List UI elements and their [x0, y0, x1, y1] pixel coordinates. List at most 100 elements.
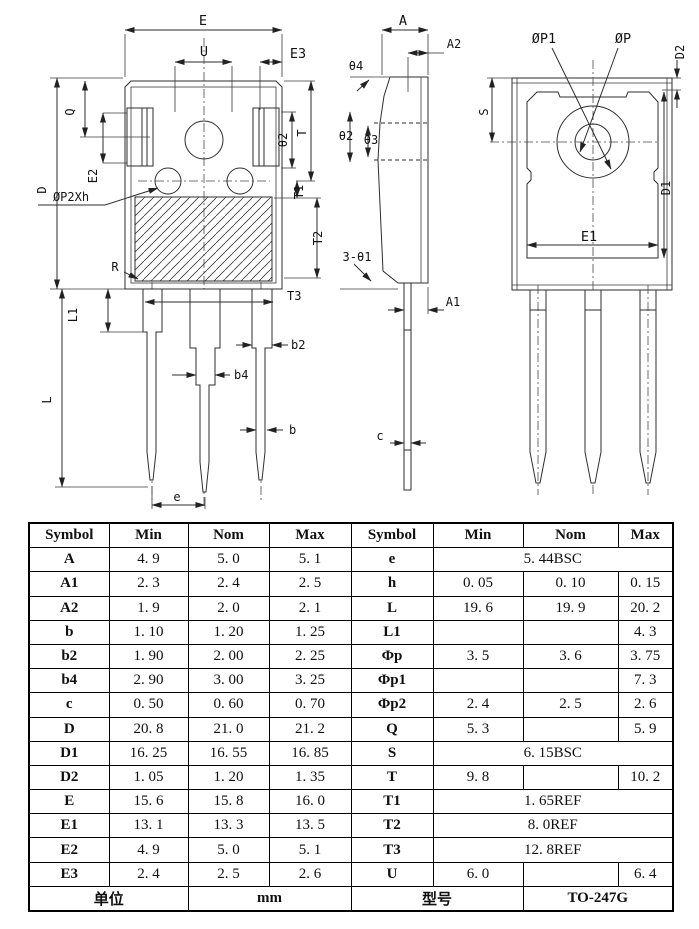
- value-cell: 3. 00: [187, 668, 270, 694]
- dim-label-L1: L1: [66, 308, 80, 322]
- symbol-cell: E1: [28, 813, 110, 839]
- symbol-cell: L: [350, 595, 434, 621]
- side-view: A A2 θ4 θ2 θ3 3-θ1 A1 c: [339, 13, 461, 491]
- value-cell: 4. 9: [108, 837, 189, 863]
- value-cell: 21. 2: [268, 716, 352, 742]
- value-cell: 2. 3: [108, 571, 189, 597]
- symbol-cell: Φp1: [350, 668, 434, 694]
- value-cell: 2. 4: [432, 692, 524, 718]
- value-cell: 7. 3: [617, 668, 674, 694]
- dim-label-E1: E1: [581, 229, 597, 245]
- value-cell: 2. 5: [522, 692, 619, 718]
- table-header-cell: Min: [432, 522, 524, 549]
- back-lead-1: [529, 289, 547, 484]
- table-header-cell: Symbol: [28, 522, 110, 549]
- value-cell: 1. 05: [108, 764, 189, 791]
- value-cell: 0. 05: [432, 571, 524, 597]
- value-cell: 19. 6: [432, 595, 524, 621]
- value-cell: 1. 20: [187, 619, 270, 645]
- value-cell: 2. 6: [268, 861, 352, 887]
- dim-label-phi-p2xh: ØP2Xh: [53, 190, 89, 204]
- mounting-hole-front: [184, 120, 224, 160]
- dim-label-U: U: [200, 44, 208, 60]
- dim-label-T1: T1: [292, 185, 306, 199]
- dim-label-A1: A1: [446, 295, 460, 309]
- dim-label-theta2-front: θ2: [276, 133, 290, 147]
- symbol-cell: A2: [28, 595, 110, 621]
- symbol-cell: T2: [350, 813, 434, 839]
- table-header-cell: Max: [617, 522, 674, 549]
- value-cell: 15. 6: [108, 789, 189, 815]
- value-cell: 20. 2: [617, 595, 674, 621]
- value-cell: 2. 25: [268, 643, 352, 670]
- symbol-cell: S: [350, 740, 434, 766]
- symbol-cell: T3: [350, 837, 434, 863]
- table-header-cell: Nom: [187, 522, 270, 549]
- symbol-cell: c: [28, 692, 110, 718]
- symbol-cell: b2: [28, 643, 110, 670]
- dim-label-E2: E2: [86, 169, 100, 183]
- dim-label-D2: D2: [673, 45, 687, 59]
- value-cell: 2. 6: [617, 692, 674, 718]
- dim-label-theta2-side: θ2: [339, 129, 353, 143]
- footer-cell: 型号: [350, 885, 524, 912]
- value-cell: 2. 4: [187, 571, 270, 597]
- value-cell: 1. 20: [187, 764, 270, 791]
- metal-pad-outline: [526, 91, 659, 259]
- value-cell: 13. 3: [187, 813, 270, 839]
- value-cell: 8. 0REF: [432, 813, 674, 839]
- back-lead-2: [584, 289, 602, 484]
- dim-label-phi-p: ØP: [615, 31, 631, 47]
- dim-label-T3: T3: [287, 289, 301, 303]
- package-drawing: E U E3 D Q E2 ØP2Xh R θ2 T: [35, 13, 687, 509]
- symbol-cell: U: [350, 861, 434, 887]
- value-cell: 1. 9: [108, 595, 189, 621]
- value-cell: 0. 10: [522, 571, 619, 597]
- dim-label-theta4: θ4: [349, 59, 363, 73]
- value-cell: 2. 1: [268, 595, 352, 621]
- value-cell: 5. 0: [187, 547, 270, 573]
- footer-cell: TO-247G: [522, 885, 674, 912]
- value-cell: 1. 90: [108, 643, 189, 670]
- symbol-cell: T1: [350, 789, 434, 815]
- lead-side: [403, 282, 412, 491]
- symbol-cell: e: [350, 547, 434, 573]
- dim-label-Q: Q: [63, 108, 77, 115]
- value-cell: [432, 619, 524, 645]
- value-cell: [522, 668, 619, 694]
- value-cell: 15. 8: [187, 789, 270, 815]
- symbol-cell: b4: [28, 668, 110, 694]
- value-cell: 2. 5: [268, 571, 352, 597]
- dim-label-T2: T2: [311, 231, 325, 245]
- hatched-body-area: [134, 196, 273, 282]
- value-cell: 2. 90: [108, 668, 189, 694]
- dim-label-A2: A2: [447, 37, 461, 51]
- value-cell: 0. 15: [617, 571, 674, 597]
- dim-label-L: L: [40, 396, 54, 403]
- value-cell: 1. 25: [268, 619, 352, 645]
- value-cell: [522, 716, 619, 742]
- dim-label-E3: E3: [290, 46, 306, 62]
- value-cell: [522, 764, 619, 791]
- value-cell: 20. 8: [108, 716, 189, 742]
- value-cell: 16. 25: [108, 740, 189, 766]
- value-cell: 2. 5: [187, 861, 270, 887]
- dim-label-E: E: [199, 13, 207, 29]
- symbol-cell: Q: [350, 716, 434, 742]
- table-header-cell: Symbol: [350, 522, 434, 549]
- dim-label-T: T: [295, 129, 309, 136]
- symbol-cell: D1: [28, 740, 110, 766]
- value-cell: [432, 668, 524, 694]
- small-hole-right: [226, 167, 254, 195]
- value-cell: 6. 15BSC: [432, 740, 674, 766]
- value-cell: 6. 4: [617, 861, 674, 887]
